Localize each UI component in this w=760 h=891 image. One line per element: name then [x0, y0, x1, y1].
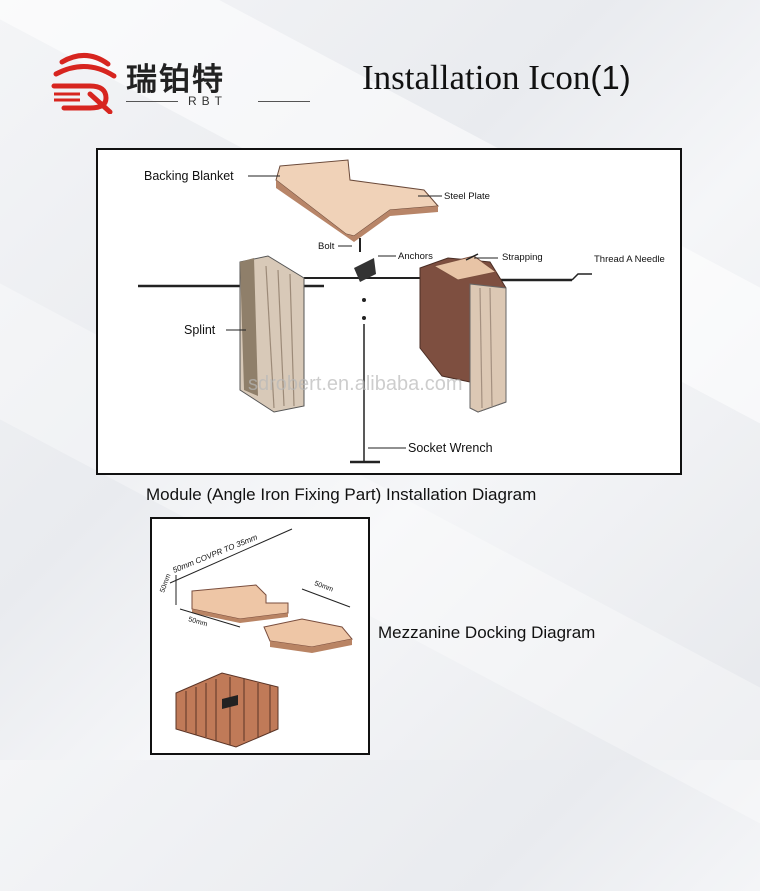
anchor-bracket: [354, 258, 376, 282]
label-dim-left-horizontal: 50mm: [187, 616, 208, 628]
dim-line: [179, 608, 241, 628]
watermark: sdrobert.en.alibaba.com: [248, 373, 463, 395]
module-installation-illustration: Backing Blanket Steel Plate Bolt Splint …: [138, 159, 665, 464]
mezzanine-docking-diagram: 50mm COVPR TO 35mm 50mm 50mm 50mm: [150, 517, 370, 755]
label-splint: Splint: [184, 323, 216, 337]
label-backing-blanket: Backing Blanket: [144, 169, 234, 183]
right-module-grooves: [479, 287, 493, 409]
backing-blanket-shape: [275, 159, 440, 237]
docked-module: [175, 672, 279, 748]
company-logo: 瑞铂特 RBT: [50, 48, 310, 118]
label-cover: 50mm COVPR TO 35mm: [171, 532, 259, 574]
logo-chinese-name: 瑞铂特: [126, 62, 225, 98]
label-thread-a-needle: Thread A Needle: [594, 254, 665, 265]
page-title-number: (1): [590, 59, 631, 96]
logo-latin-name: RBT: [188, 94, 227, 108]
strapping-band: [465, 253, 479, 261]
logo-mark-icon: [51, 53, 117, 114]
dim-line: [301, 588, 351, 608]
splint-grooves: [265, 265, 295, 409]
label-anchors: Anchors: [398, 251, 433, 262]
label-steel-plate: Steel Plate: [444, 191, 490, 202]
right-module-top: [432, 255, 498, 281]
logo-rule: [126, 101, 178, 102]
module-installation-diagram: Backing Blanket Steel Plate Bolt Splint …: [96, 148, 682, 475]
logo-rule: [258, 101, 310, 102]
wrench-dot: [362, 316, 366, 320]
mezzanine-docking-illustration: 50mm COVPR TO 35mm 50mm 50mm 50mm: [159, 528, 353, 748]
right-module-face: [469, 283, 507, 413]
label-strapping: Strapping: [502, 252, 543, 263]
steel-plate-edge: [276, 180, 354, 242]
label-socket-wrench: Socket Wrench: [408, 441, 493, 455]
page-title: Installation Icon(1): [362, 58, 631, 98]
mezzanine-block-upper-edge: [192, 609, 288, 623]
insert-arrow-icon: [222, 695, 238, 709]
mezzanine-block-upper: [191, 584, 289, 620]
label-dim-right: 50mm: [313, 580, 334, 593]
splint-side: [240, 258, 258, 396]
page-title-text: Installation Icon: [362, 58, 591, 97]
label-bolt: Bolt: [318, 241, 335, 252]
wrench-dot: [362, 298, 366, 302]
steel-plate-edge: [354, 206, 438, 242]
needle-tip: [571, 273, 592, 281]
logo-subtitle: RBT: [126, 94, 311, 108]
docked-module-folds: [185, 677, 271, 745]
mezzanine-diagram-caption: Mezzanine Docking Diagram: [378, 623, 596, 642]
module-diagram-caption: Module (Angle Iron Fixing Part) Installa…: [146, 485, 537, 504]
cover-dimension-line: [169, 528, 293, 584]
mezzanine-block-lower-edge: [270, 639, 352, 653]
